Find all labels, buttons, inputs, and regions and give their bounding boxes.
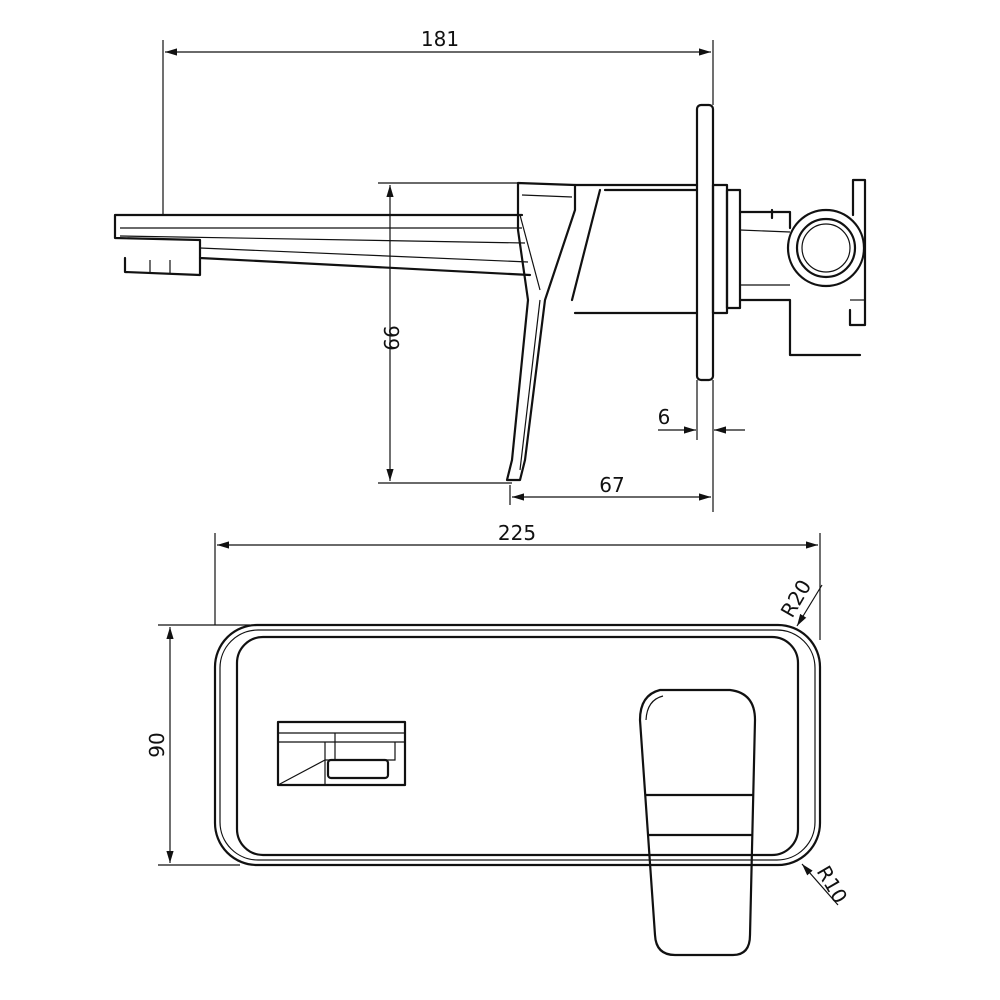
cover-plate	[213, 623, 822, 867]
flange	[711, 183, 742, 315]
valve-body	[738, 178, 867, 357]
side-view: 181	[113, 27, 867, 512]
dimension-99: 99	[378, 182, 518, 484]
radius-label-r20: R20	[776, 575, 816, 621]
dimension-67: 67	[509, 380, 714, 512]
lever-handle-front	[638, 688, 757, 957]
spout	[113, 213, 532, 277]
radius-r20: R20	[776, 575, 823, 627]
wall-plate-side	[695, 103, 715, 382]
front-view: 225 90 R20 R	[145, 521, 852, 957]
dimension-181: 181	[162, 27, 714, 215]
dimension-label-6: 6	[658, 405, 671, 429]
dimension-label-67: 67	[599, 473, 624, 497]
dimension-6: 6	[658, 380, 745, 440]
radius-r10: R10	[801, 861, 852, 908]
dimension-label-90: 90	[145, 732, 169, 757]
spout-outlet-front	[276, 720, 407, 787]
lever-handle-side	[505, 181, 699, 482]
dimension-label-99: 99	[379, 325, 403, 350]
dimension-label-225: 225	[498, 521, 536, 545]
radius-label-r10: R10	[812, 861, 852, 907]
dimension-90: 90	[145, 624, 250, 866]
dimension-label-181: 181	[421, 27, 459, 51]
dimension-225: 225	[214, 521, 821, 640]
